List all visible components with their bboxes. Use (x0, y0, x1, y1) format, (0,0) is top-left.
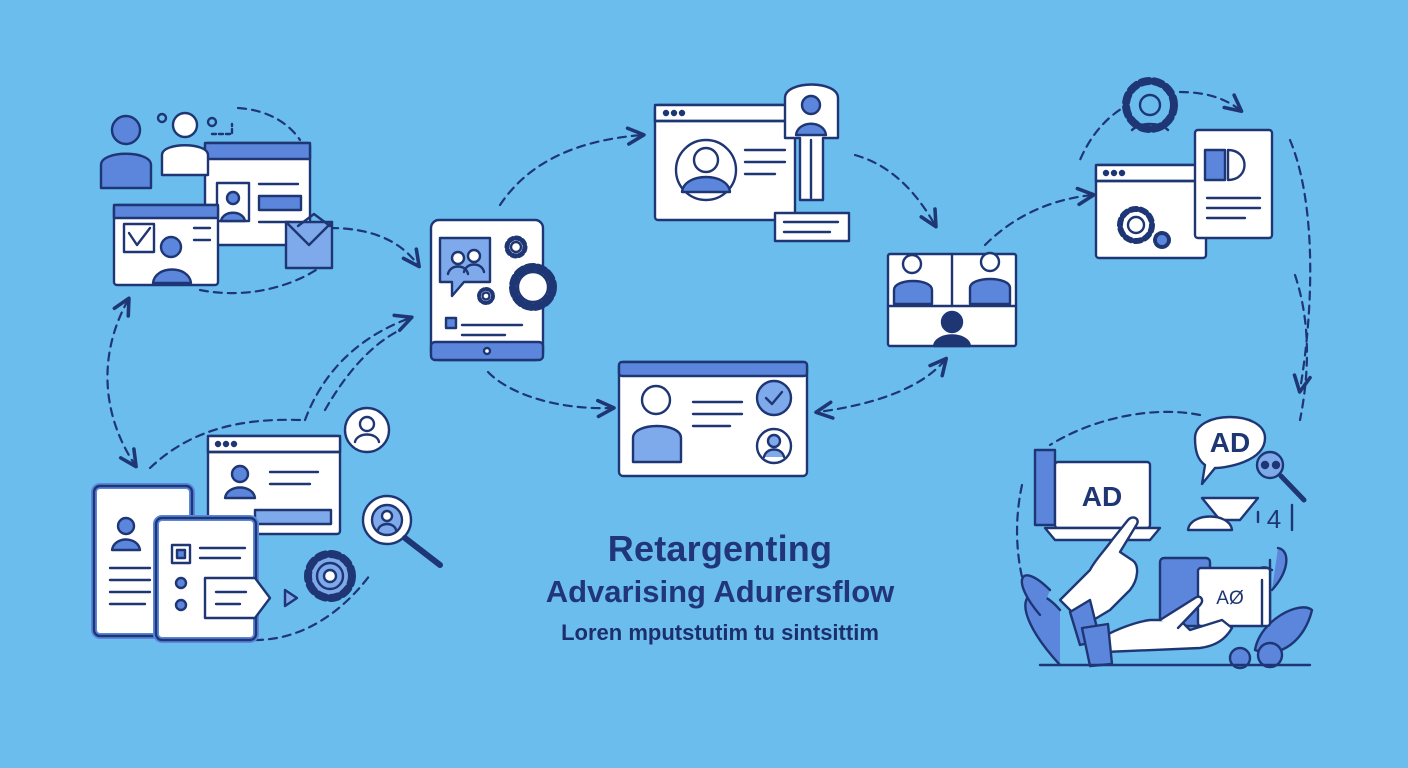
video-call-icon (886, 251, 1018, 348)
arrow-devices-loop (148, 418, 302, 470)
arrow-tablet-to-card (486, 370, 616, 419)
arrow-settings-to-ad (1288, 138, 1312, 394)
funnel-icon (1186, 496, 1294, 532)
gear-icon (304, 550, 356, 602)
ad-cluster (1020, 415, 1314, 670)
arrow-users-bottom (198, 258, 332, 295)
arrow-users-to-tablet (328, 226, 421, 269)
arrow-devices-bottom (253, 573, 372, 642)
chat-bubble-icon (203, 576, 299, 620)
user-badge-icon (783, 83, 840, 202)
arrow-videocall-to-settings (983, 186, 1096, 247)
users-browser-cluster (99, 111, 334, 287)
side-mark-label: 4 (1267, 504, 1281, 534)
browser-window-icon (203, 141, 312, 247)
diagram-tagline: Loren mputstutim tu sintsittim (561, 620, 879, 645)
arrow-tablet-to-profile (498, 126, 646, 207)
hand-card-ad-label: AØ (1216, 588, 1244, 609)
settings-chart-cluster (1094, 77, 1274, 260)
ad-card-icon (1158, 556, 1272, 628)
arrow-top-gear-loop (1178, 90, 1244, 114)
tablet-gears-cluster (429, 218, 557, 362)
user-badge-icon (343, 406, 391, 454)
verified-profile-cluster (617, 360, 809, 478)
gear-icon (477, 235, 557, 311)
magnifier-icon (361, 494, 443, 568)
text-card-icon (773, 211, 851, 243)
video-call-cluster (886, 251, 1018, 348)
arrow-ad-to-settings (1293, 273, 1309, 422)
arrow-left-vertical (106, 296, 138, 469)
browser-window-icon (653, 103, 797, 222)
chat-bubble-icon (438, 236, 492, 298)
speech-bubble-icon (1193, 415, 1267, 486)
profile-browser-cluster (653, 83, 851, 243)
magnifier-icon (1255, 450, 1307, 503)
arrow-videocall-to-card (814, 356, 949, 420)
arrow-devices-to-tablet (303, 313, 414, 422)
browser-window-icon (206, 434, 342, 536)
speech-bubble-ad-label: AD (1210, 427, 1250, 458)
pie-chart-icon (1193, 128, 1274, 240)
diagram-title: Retargenting (607, 528, 833, 569)
users-icon (99, 111, 234, 190)
laptop-ad-label: AD (1082, 481, 1122, 512)
receiving-hand-icon (1038, 595, 1312, 668)
user-badge-icon (755, 427, 793, 465)
arrow-users-loop (236, 106, 302, 142)
gear-icon (1122, 77, 1178, 133)
devices-cluster (91, 406, 443, 643)
plant-icon (1020, 546, 1314, 670)
arrow-devices-to-tablet-2 (323, 328, 402, 412)
arrow-ad-loop-left (1048, 410, 1202, 447)
checkmark-icon (755, 379, 793, 417)
diagram-subtitle: Advarising Adurersflow (545, 574, 895, 609)
envelope-icon (284, 212, 334, 270)
browser-window-icon (1094, 163, 1208, 260)
pointing-hand-icon (1058, 516, 1139, 647)
profile-card-icon (112, 203, 220, 287)
